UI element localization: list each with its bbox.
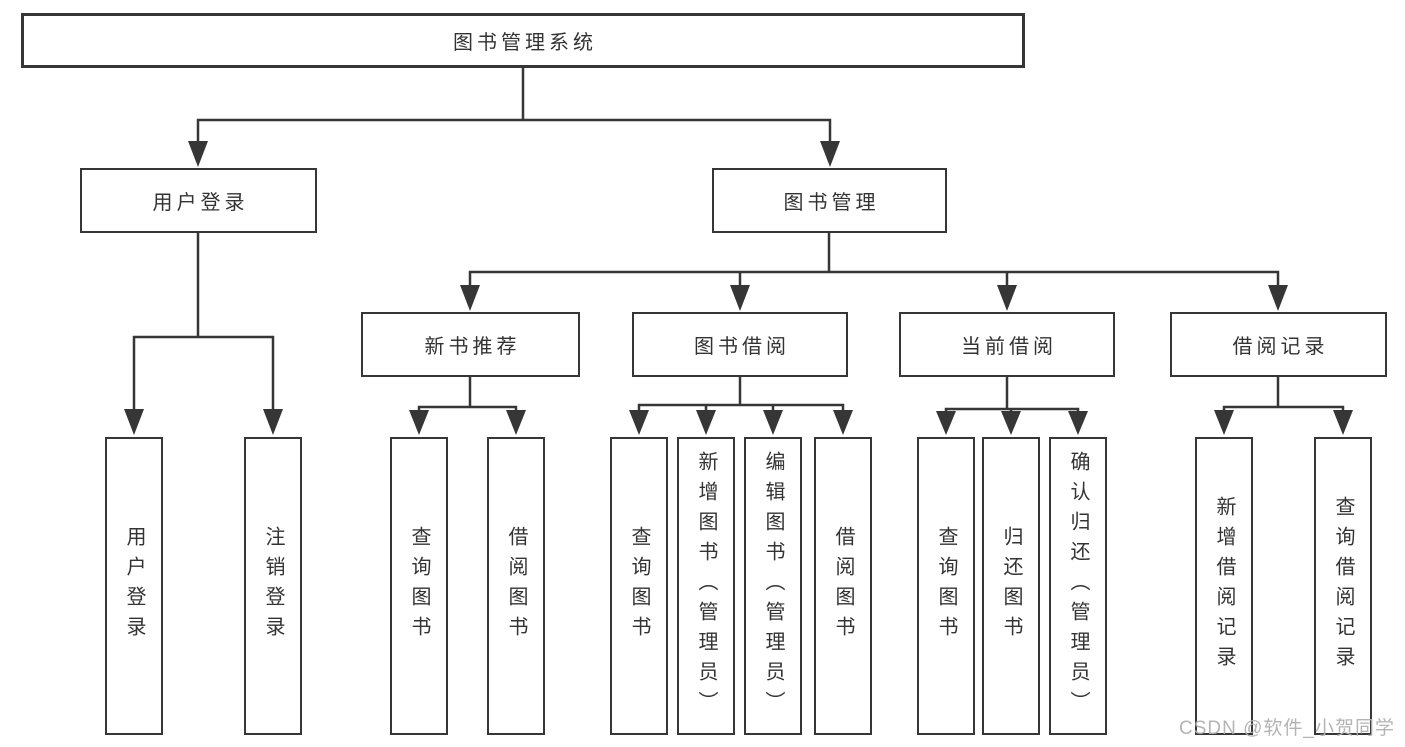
arrowhead [1068,411,1088,435]
node-user-login: 用户登录 [80,168,317,233]
node-label: 图书借阅 [694,336,790,358]
node-label: 新书推荐 [424,336,521,358]
connector-bookborrow-to-leaves [637,375,845,430]
leaf-query-books: 查询图书 [917,437,975,735]
arrowhead [997,285,1017,311]
node-label: 用户登录 [152,192,249,214]
leaf-logout: 注销登录 [244,437,302,735]
node-label: 图书管理 [783,192,880,214]
leaf-label: 查询图书 [408,526,430,646]
arrowhead [936,411,956,435]
arrowhead [188,141,208,167]
arrowhead [263,409,283,435]
leaf-user-login: 用户登录 [105,437,163,735]
csdn-watermark: CSDN @软件_小贺同学 [1179,718,1395,739]
leaf-label: 注销登录 [262,526,284,646]
leaf-label: 借阅图书 [505,526,527,646]
node-label: 借阅记录 [1232,336,1329,358]
leaf-query-books: 查询图书 [390,437,448,735]
connector-newbookrec-to-leaves [417,375,518,430]
leaf-label: 查询借阅记录 [1332,496,1354,676]
node-label: 图书管理系统 [453,32,597,54]
leaf-borrow-books: 借阅图书 [487,437,545,735]
connector-userlogin-to-leaves [132,231,275,430]
node-book-management: 图书管理 [712,168,947,233]
node-book-borrowing: 图书借阅 [632,312,848,377]
arrowhead [730,285,750,311]
arrowhead [833,410,853,435]
leaf-label: 编辑图书（管理员） [762,451,784,721]
leaf-borrow-books: 借阅图书 [814,437,872,735]
leaf-add-borrow-record: 新增借阅记录 [1195,437,1253,735]
arrowhead [124,409,144,435]
node-label: 当前借阅 [961,336,1057,358]
leaf-label: 归还图书 [1000,526,1022,646]
arrowhead [409,410,429,435]
arrowhead [506,410,526,435]
leaf-add-books-admin: 新增图书（管理员） [677,437,735,735]
leaf-label: 新增借阅记录 [1213,496,1235,676]
connector-bookmgmt-to-level3 [468,231,1280,304]
connector-root-to-level2 [196,66,832,160]
connector-borrowrecords-to-leaves [1222,375,1345,430]
node-library-management-system: 图书管理系统 [21,13,1025,68]
leaf-query-borrow-record: 查询借阅记录 [1314,437,1372,735]
arrowhead [763,410,783,435]
leaf-label: 借阅图书 [832,526,854,646]
leaf-label: 用户登录 [123,526,145,646]
arrowhead [1333,410,1353,435]
leaf-label: 新增图书（管理员） [695,451,717,721]
arrowhead [629,410,649,435]
node-current-borrowing: 当前借阅 [899,312,1115,377]
arrowhead [460,285,480,311]
leaf-label: 查询图书 [935,526,957,646]
leaf-label: 查询图书 [628,526,650,646]
arrowhead [1001,411,1021,435]
leaf-confirm-return-admin: 确认归还（管理员） [1049,437,1107,735]
leaf-edit-books-admin: 编辑图书（管理员） [744,437,802,735]
node-borrowing-records: 借阅记录 [1170,312,1387,377]
arrowhead [1268,285,1288,311]
arrowhead [696,410,716,435]
node-new-book-recommendation: 新书推荐 [361,312,580,377]
arrowhead [820,141,840,167]
leaf-return-books: 归还图书 [982,437,1040,735]
leaf-query-books: 查询图书 [610,437,668,735]
leaf-label: 确认归还（管理员） [1067,451,1089,721]
arrowheads [124,141,1353,435]
arrowhead [1214,410,1234,435]
